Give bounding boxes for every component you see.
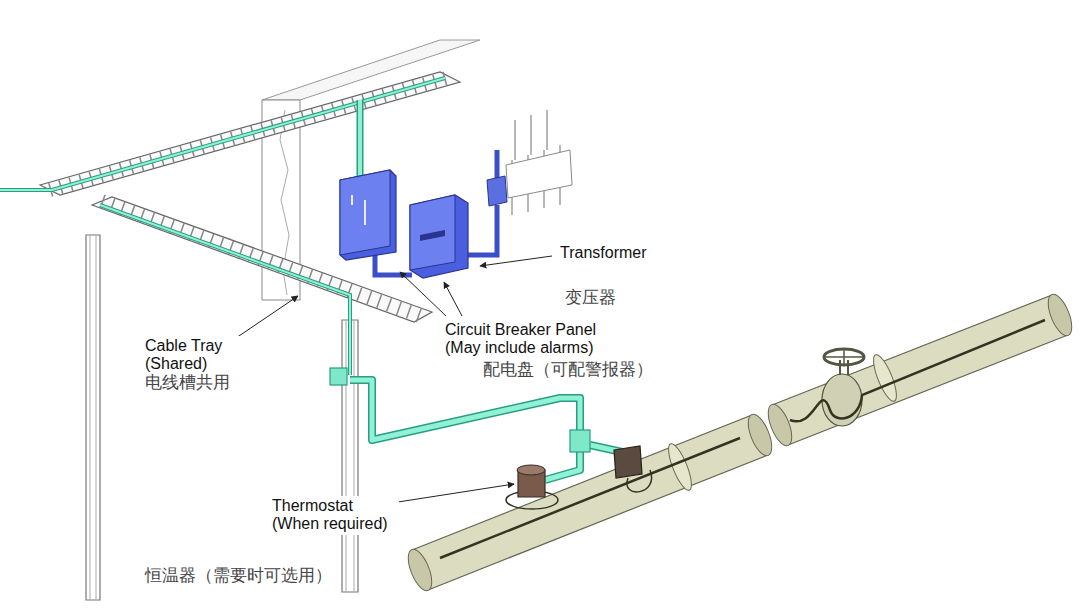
pipe-end: [403, 546, 436, 594]
label-holder: 恒温器（需要时可选用）: [143, 565, 334, 587]
cable: [100, 205, 350, 375]
leader-line: [236, 296, 298, 338]
callout-label: Thermostat (When required): [270, 496, 399, 535]
conduit: [358, 100, 362, 178]
transformer-face: [410, 195, 455, 270]
junction-box: [330, 368, 347, 385]
pipe: [412, 415, 768, 590]
heating-cable: [440, 438, 740, 558]
switchgear-box: [506, 150, 572, 198]
column-flange: [90, 235, 96, 600]
label-holder: 电线槽共用: [143, 372, 232, 394]
column: [86, 235, 100, 600]
callout-label: Transformer: [558, 243, 649, 263]
power-connection: [614, 446, 642, 478]
cable: [100, 205, 350, 375]
transformer-vent: [420, 230, 445, 241]
label-holder: 配电盘（可配警报器）: [481, 359, 655, 381]
heating-cable: [627, 470, 652, 492]
pipe: [772, 295, 1068, 445]
leader-line: [444, 282, 462, 316]
translated-callout: 变压器: [563, 287, 618, 309]
leader-line: [400, 272, 446, 316]
label-holder: Circuit Breaker Panel (May include alarm…: [443, 320, 632, 359]
conduit: [350, 380, 622, 480]
pipe-end: [763, 401, 796, 449]
conduit: [357, 100, 364, 178]
label-holder: Thermostat (When required): [270, 496, 399, 535]
pipe-coupling: [869, 352, 901, 404]
label-holder: Cable Tray (Shared): [143, 336, 247, 375]
leader-line: [398, 484, 514, 502]
heating-cable: [790, 320, 1045, 421]
translated-callout: 电线槽共用: [143, 372, 232, 394]
junction-box: [570, 430, 590, 452]
translated-callout: 配电盘（可配警报器）: [481, 359, 655, 381]
panel-switch: [352, 195, 365, 225]
callout-label: Cable Tray (Shared): [143, 336, 247, 375]
conduit: [350, 380, 622, 480]
valve-handwheel: [824, 349, 864, 365]
callout-label: Circuit Breaker Panel (May include alarm…: [443, 320, 632, 359]
label-holder: 变压器: [563, 287, 618, 309]
thermostat-cap: [517, 465, 545, 475]
valve-spokes: [824, 349, 864, 365]
disconnect-box: [487, 176, 507, 206]
label-holder: Transformer: [558, 243, 649, 263]
circuit-breaker-panel: [340, 170, 396, 260]
transformer: [410, 195, 468, 278]
leader-line: [480, 256, 552, 266]
translated-callout: 恒温器（需要时可选用）: [143, 565, 334, 587]
panel-face: [340, 170, 390, 255]
pipe-end: [1043, 291, 1076, 339]
